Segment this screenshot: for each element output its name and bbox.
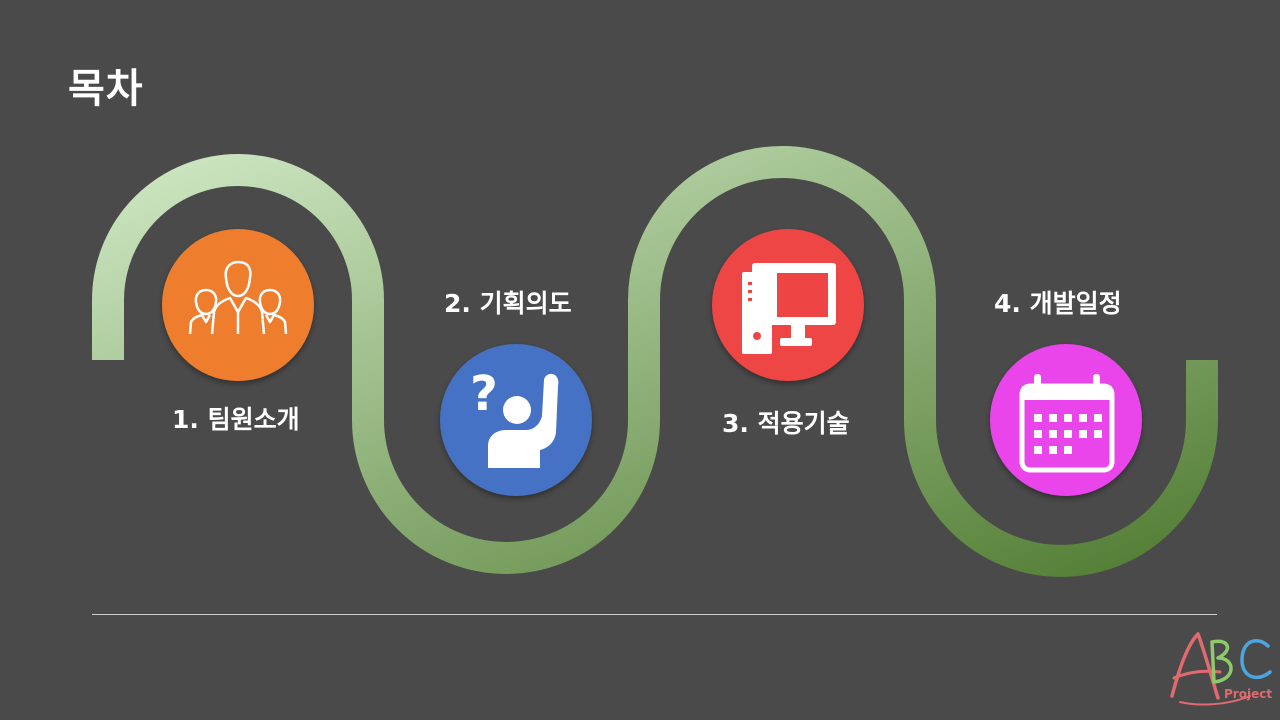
logo-subtitle: Project [1224, 687, 1272, 701]
step-2-label: 2. 기획의도 [444, 284, 572, 320]
step-3-tech[interactable] [712, 229, 864, 381]
page-title: 목차 [68, 66, 144, 112]
step-2-number: 2. [444, 289, 471, 318]
question-raised-hand-icon: ? [470, 366, 559, 468]
step-2-planning[interactable]: ? [440, 344, 592, 496]
abc-project-logo: Project [1170, 632, 1272, 706]
step-1-label: 1. 팀원소개 [172, 400, 300, 436]
step-4-number: 4. [994, 289, 1021, 318]
calendar-icon [1019, 374, 1115, 473]
step-4-schedule[interactable] [990, 344, 1142, 496]
svg-text:?: ? [470, 366, 498, 422]
step-4-label: 4. 개발일정 [994, 284, 1122, 320]
step-3-text: 적용기술 [757, 409, 850, 438]
step-3-number: 3. [722, 409, 749, 438]
step-1-text: 팀원소개 [207, 405, 300, 434]
team-people-icon [188, 260, 288, 335]
step-1-number: 1. [172, 405, 199, 434]
roadmap-path [92, 146, 1218, 577]
footer-divider [92, 614, 1217, 615]
desktop-computer-icon [742, 263, 836, 354]
step-2-text: 기획의도 [479, 289, 572, 318]
step-3-label: 3. 적용기술 [722, 404, 850, 440]
step-4-text: 개발일정 [1029, 289, 1122, 318]
step-1-team[interactable] [162, 229, 314, 381]
